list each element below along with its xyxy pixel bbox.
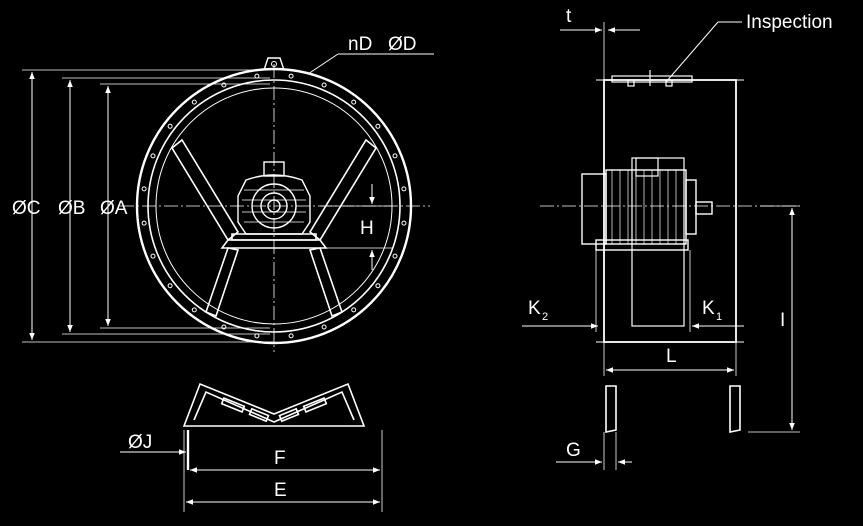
bolt-hole bbox=[392, 253, 398, 259]
dimension-k1-subscript: 1 bbox=[716, 311, 722, 323]
bolt-hole bbox=[321, 82, 327, 88]
bolt-hole bbox=[401, 186, 407, 192]
diameter-a-label: ØA bbox=[100, 198, 128, 219]
bolt-diameter-label: ØD bbox=[388, 34, 417, 55]
bolt-hole bbox=[254, 73, 260, 79]
bolt-hole bbox=[288, 333, 294, 339]
bolt-hole bbox=[150, 253, 156, 259]
bolt-hole bbox=[191, 99, 197, 105]
dimension-k2-label: K bbox=[528, 298, 541, 319]
bolt-hole bbox=[150, 153, 156, 159]
bolt-hole bbox=[375, 123, 381, 129]
bolt-hole bbox=[392, 153, 398, 159]
bolt-hole bbox=[141, 220, 147, 226]
bolt-hole bbox=[167, 123, 173, 129]
dimension-e-label: E bbox=[274, 480, 287, 501]
mounting-stand bbox=[182, 382, 366, 427]
height-h-label: H bbox=[360, 218, 374, 239]
front-centerlines bbox=[120, 64, 430, 352]
diameter-c-label: ØC bbox=[12, 198, 41, 219]
inspection-hatch bbox=[611, 70, 693, 87]
motor-side bbox=[581, 169, 713, 251]
stand-dimensions bbox=[120, 430, 383, 512]
side-dimensions bbox=[522, 21, 800, 470]
bolt-hole bbox=[351, 307, 357, 313]
dimension-g-label: G bbox=[566, 440, 581, 461]
bolt-hole bbox=[141, 186, 147, 192]
bolt-hole bbox=[321, 324, 327, 330]
bolt-count-label: nD bbox=[348, 34, 372, 55]
lifting-lug bbox=[263, 57, 285, 71]
dimension-f-label: F bbox=[274, 448, 286, 469]
front-view bbox=[22, 53, 434, 352]
flange-bolt-holes bbox=[141, 73, 407, 339]
side-feet bbox=[605, 385, 741, 433]
diameter-b-label: ØB bbox=[58, 198, 85, 219]
bolt-hole bbox=[375, 283, 381, 289]
bolt-hole bbox=[401, 220, 407, 226]
bolt-hole-leader bbox=[307, 53, 434, 75]
bolt-hole bbox=[254, 333, 260, 339]
dimension-k1-label: K bbox=[702, 298, 715, 319]
support-struts bbox=[170, 138, 378, 318]
bolt-hole bbox=[191, 307, 197, 313]
bolt-hole bbox=[221, 82, 227, 88]
dimension-l-label: L bbox=[666, 346, 677, 367]
bolt-hole bbox=[221, 324, 227, 330]
diameter-j-label: ØJ bbox=[128, 432, 152, 453]
motor-front bbox=[237, 161, 311, 235]
height-h-dimension bbox=[320, 184, 392, 270]
dimension-i-label: I bbox=[780, 310, 785, 331]
dimension-k2-subscript: 2 bbox=[542, 311, 548, 323]
motor-junction-box bbox=[635, 157, 659, 177]
dimension-t-label: t bbox=[566, 6, 572, 27]
side-view bbox=[540, 70, 800, 433]
inspection-label: Inspection bbox=[746, 12, 833, 33]
side-casing bbox=[603, 79, 737, 343]
bolt-hole bbox=[351, 99, 357, 105]
diameter-dimensions bbox=[22, 69, 274, 343]
bolt-hole bbox=[167, 283, 173, 289]
bolt-hole bbox=[288, 73, 294, 79]
